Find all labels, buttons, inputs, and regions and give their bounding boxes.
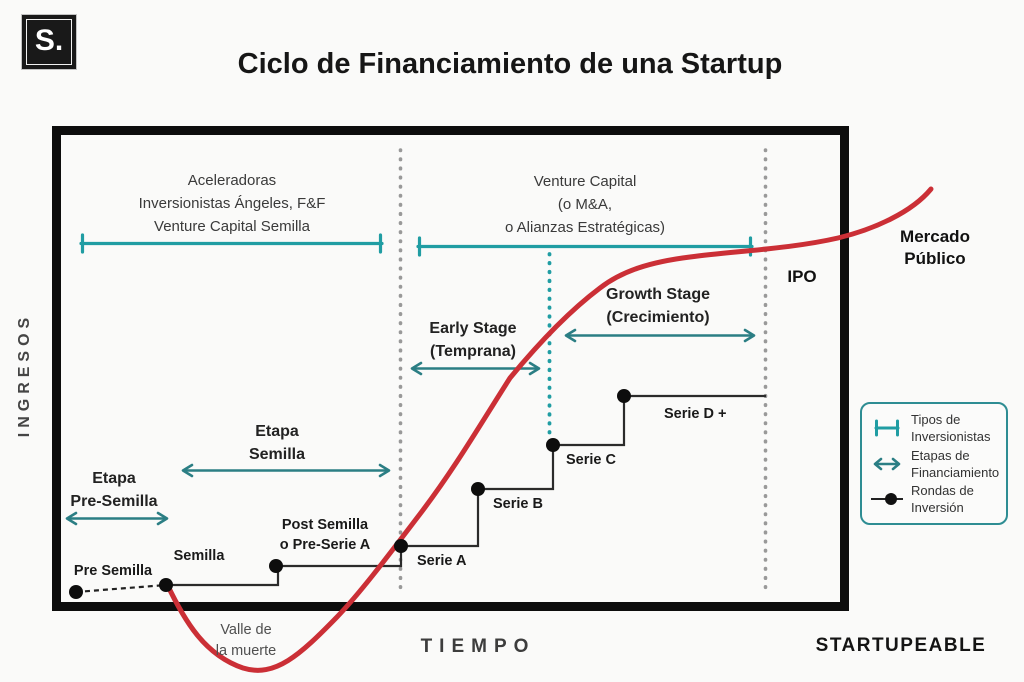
legend-item-investment-rounds: Rondas de Inversión xyxy=(870,482,998,516)
x-axis-label: TIEMPO xyxy=(420,636,536,657)
startupeable-logo: S. xyxy=(21,14,77,70)
page-title: Ciclo de Financiamiento de una Startup xyxy=(237,48,783,80)
round-label-semilla: Semilla xyxy=(173,548,225,564)
logo-inner-border: S. xyxy=(26,19,72,65)
investor-bracket-label-2: Venture Capital (o M&A, o Alianzas Estra… xyxy=(504,173,666,236)
round-label-pre-semilla: Pre Semilla xyxy=(73,563,153,579)
y-axis-label: INGRESOS xyxy=(16,312,33,438)
death-valley-label: Valle de la muerte xyxy=(215,622,277,659)
round-label-serie-c: Serie C xyxy=(566,452,616,468)
logo-letter: S. xyxy=(34,24,64,57)
legend-item-financing-stages: Etapas de Financiamiento xyxy=(870,447,999,481)
investor-bracket-icon xyxy=(870,419,904,437)
investor-bracket-label-1: Aceleradoras Inversionistas Ángeles, F&F… xyxy=(138,172,326,235)
round-label-serie-a: Serie A xyxy=(417,553,467,569)
stage-label-pre-semilla: Etapa Pre-Semilla xyxy=(70,470,158,510)
ipo-label: IPO xyxy=(787,267,817,286)
stage-arrow-icon xyxy=(870,455,904,473)
round-label-post-semilla: Post Semilla o Pre-Serie A xyxy=(279,517,371,553)
brand-wordmark: STARTUPEABLE xyxy=(815,635,987,656)
legend-item-investor-types: Tipos de Inversionistas xyxy=(870,411,998,445)
stage-label-growth-stage: Growth Stage (Crecimiento) xyxy=(605,286,711,326)
stage-label-early-stage: Early Stage (Temprana) xyxy=(429,320,517,360)
stage-label-semilla: Etapa Semilla xyxy=(248,423,306,463)
round-label-serie-d: Serie D + xyxy=(664,406,727,422)
public-market-label: Mercado Público xyxy=(900,227,970,268)
legend-box: Tipos de Inversionistas Etapas de Financ… xyxy=(860,402,1008,525)
round-label-serie-b: Serie B xyxy=(493,496,543,512)
round-dot-icon xyxy=(870,491,904,507)
